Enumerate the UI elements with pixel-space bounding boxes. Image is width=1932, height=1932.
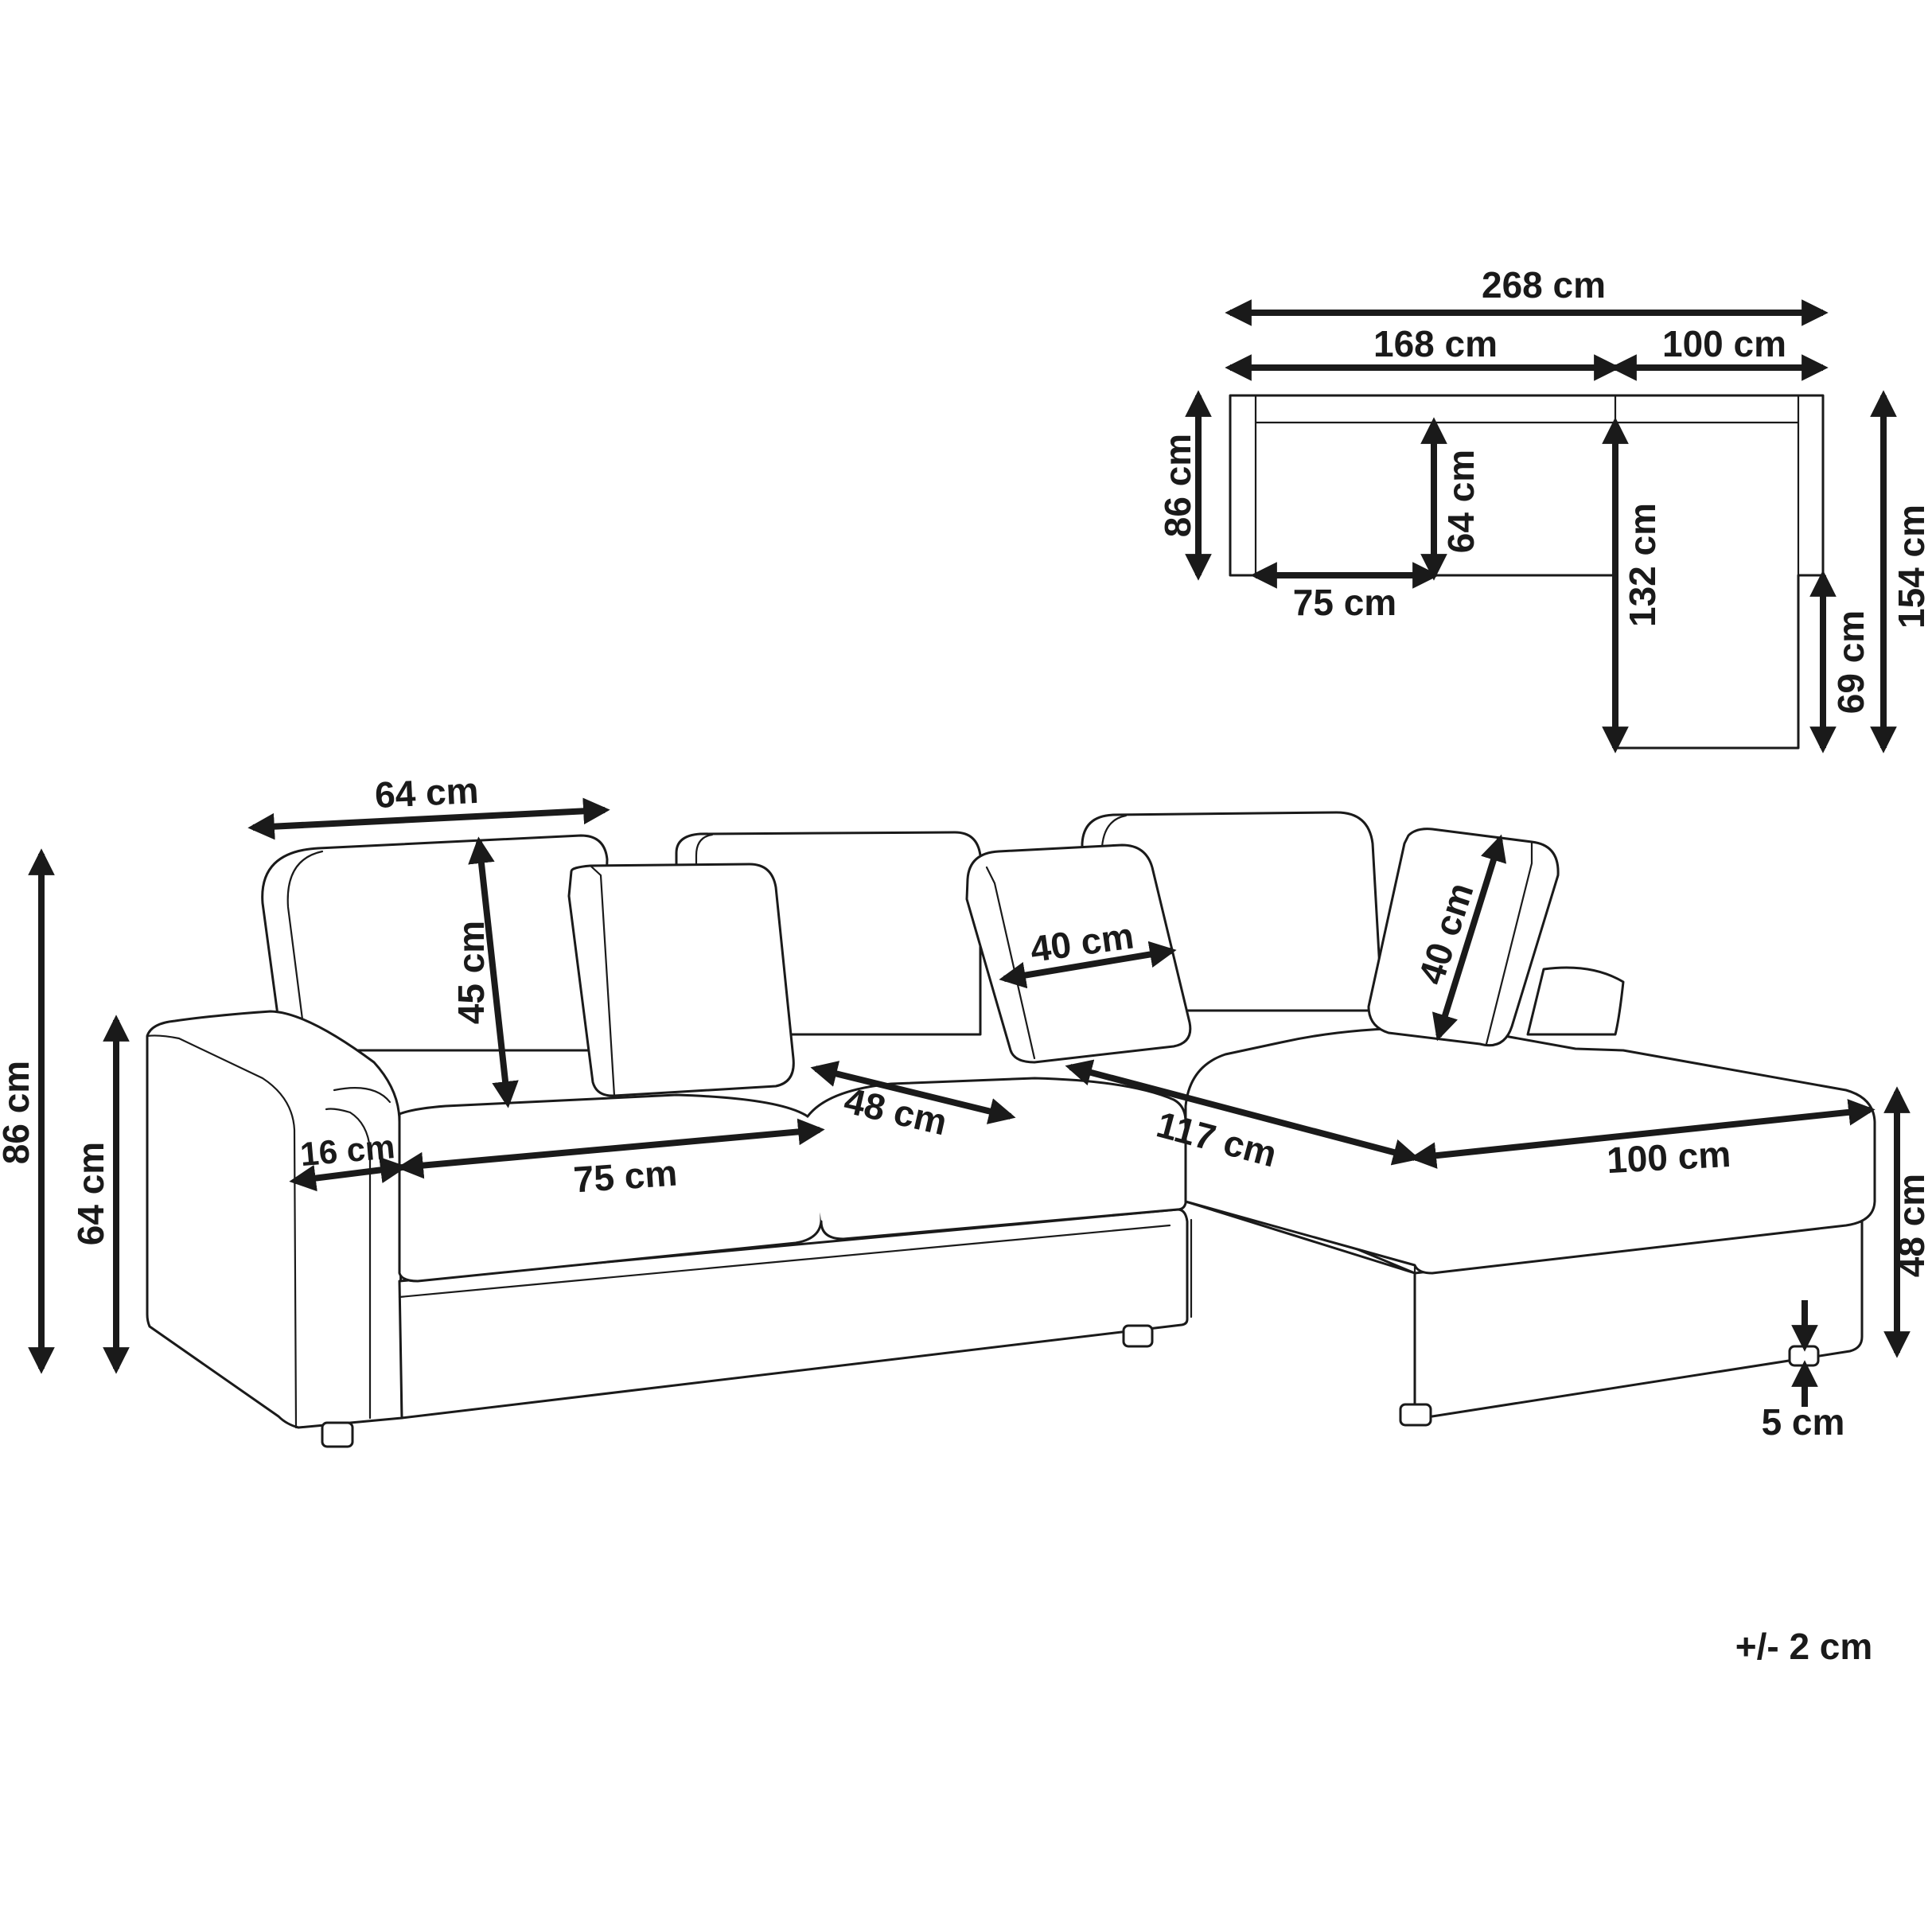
label-132cm: 132 cm [1622, 503, 1663, 627]
label-75cm-top: 75 cm [1293, 582, 1396, 623]
label-100cm-top: 100 cm [1662, 323, 1786, 364]
left-armrest [146, 1010, 403, 1429]
tolerance-note: +/- 2 cm [1735, 1626, 1873, 1667]
top-view: 268 cm 168 cm 100 cm 86 cm 64 cm 75 cm 1… [1157, 264, 1932, 754]
label-64cm-top: 64 cm [1440, 450, 1482, 553]
leg-chaise-front [1399, 1403, 1432, 1427]
dim-arrow-45 [468, 836, 519, 1108]
chaise-back-arm [1526, 966, 1625, 1036]
label-75cm: 75 cm [572, 1152, 679, 1201]
label-100cm: 100 cm [1606, 1133, 1732, 1181]
leg-middle [1122, 1324, 1154, 1348]
dim-arrow-100 [1409, 1099, 1876, 1169]
label-69cm: 69 cm [1830, 610, 1872, 714]
leg-chaise-right [1788, 1345, 1820, 1367]
label-64cm-armrest: 64 cm [70, 1142, 111, 1245]
label-154cm: 154 cm [1891, 504, 1932, 629]
dim-arrow-64-cushion [247, 797, 610, 840]
leg-front-left [321, 1421, 354, 1448]
label-268cm: 268 cm [1482, 264, 1606, 306]
label-168cm: 168 cm [1373, 323, 1498, 364]
perspective-view: 86 cm 64 cm 64 cm 45 cm 16 cm 75 cm 48 c… [0, 769, 1932, 1448]
label-16cm: 16 cm [298, 1128, 396, 1173]
label-45cm: 45 cm [450, 921, 492, 1024]
label-64cm-cushion: 64 cm [374, 769, 480, 816]
label-86cm: 86 cm [0, 1061, 37, 1164]
dim-arrow-48-depth [810, 1061, 1016, 1124]
left-base [398, 1208, 1189, 1420]
dim-arrow-40-diagonal [1431, 834, 1507, 1042]
label-48cm-height: 48 cm [1891, 1174, 1932, 1277]
back-cushion-left [261, 834, 609, 1052]
dim-arrow-75 [396, 1118, 825, 1179]
dim-arrow-16 [289, 1156, 407, 1192]
label-5cm: 5 cm [1762, 1401, 1845, 1443]
label-86cm-top: 86 cm [1157, 434, 1198, 537]
top-view-outline [1229, 394, 1825, 750]
pillow-left [567, 863, 795, 1097]
dim-arrow-40-horizontal [999, 941, 1177, 989]
dim-arrow-117 [1065, 1059, 1420, 1166]
